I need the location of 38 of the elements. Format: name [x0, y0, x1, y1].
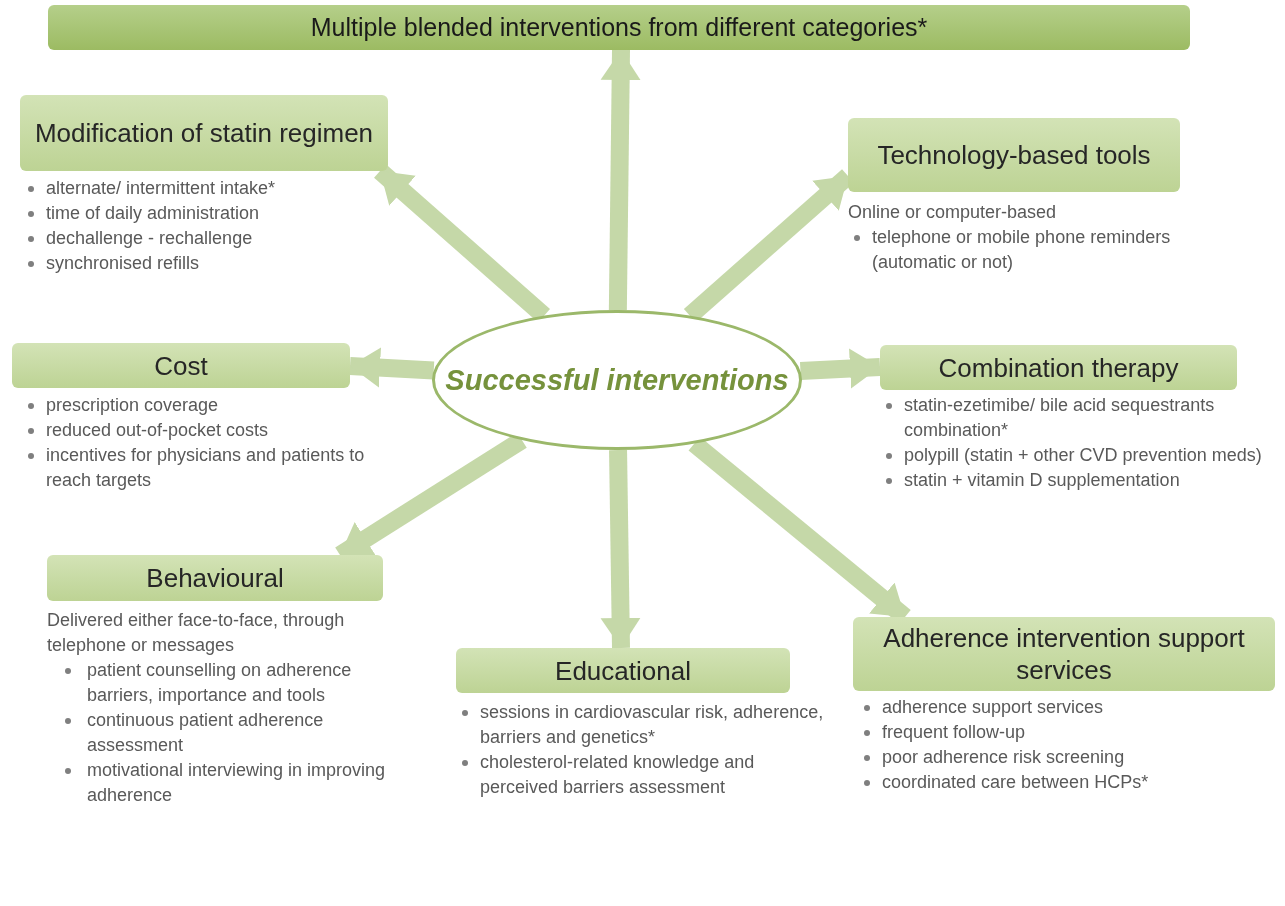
node-label: Behavioural: [146, 562, 284, 594]
category-box: [880, 345, 1237, 390]
category-box: [853, 617, 1275, 691]
node-label: Modification of statin regimen: [34, 117, 374, 149]
bullet-item: time of daily administration: [22, 201, 442, 226]
bullet-item: telephone or mobile phone reminders (automatic or not): [848, 225, 1248, 275]
category-box: [47, 555, 383, 601]
node-label: Multiple blended interventions from different categories*: [310, 11, 928, 43]
arrow: [600, 49, 641, 311]
bullet-item: poor adherence risk screening: [858, 745, 1285, 770]
bullet-item: reduced out-of-pocket costs: [22, 418, 412, 443]
node-label: Cost: [154, 349, 208, 382]
node-label: Educational: [555, 654, 691, 687]
node-label: Technology-based tools: [877, 139, 1151, 171]
category-box: [12, 343, 350, 388]
bullet-item: statin + vitamin D supplementation: [880, 468, 1280, 493]
node-label: Adherence intervention support services: [882, 622, 1246, 686]
category-box: [848, 118, 1180, 192]
node-label: Successful interventions: [445, 363, 789, 398]
bullet-item: prescription coverage: [22, 393, 412, 418]
bullet-item: incentives for physicians and patients to reach targets: [22, 443, 412, 493]
bullet-item: synchronised refills: [22, 251, 442, 276]
bullet-item: coordinated care between HCPs*: [858, 770, 1285, 795]
bullet-item: alternate/ intermittent intake*: [22, 176, 442, 201]
category-box: [456, 648, 790, 693]
description-text: Online or computer-based: [848, 201, 1058, 224]
bullet-item: cholesterol-related knowledge and perceived barriers assessment: [456, 750, 826, 800]
category-box: [20, 95, 388, 171]
bullet-item: dechallenge - rechallenge: [22, 226, 442, 251]
title-banner: [48, 5, 1190, 50]
bullet-item: polypill (statin + other CVD prevention meds): [880, 443, 1280, 468]
arrow: [600, 449, 641, 649]
bullet-item: motivational interviewing in improving adherence: [47, 758, 397, 808]
bullet-item: frequent follow-up: [858, 720, 1285, 745]
arrow: [349, 347, 435, 388]
node-label: Combination therapy: [938, 351, 1179, 384]
bullet-item: adherence support services: [858, 695, 1285, 720]
arrow: [800, 348, 881, 389]
